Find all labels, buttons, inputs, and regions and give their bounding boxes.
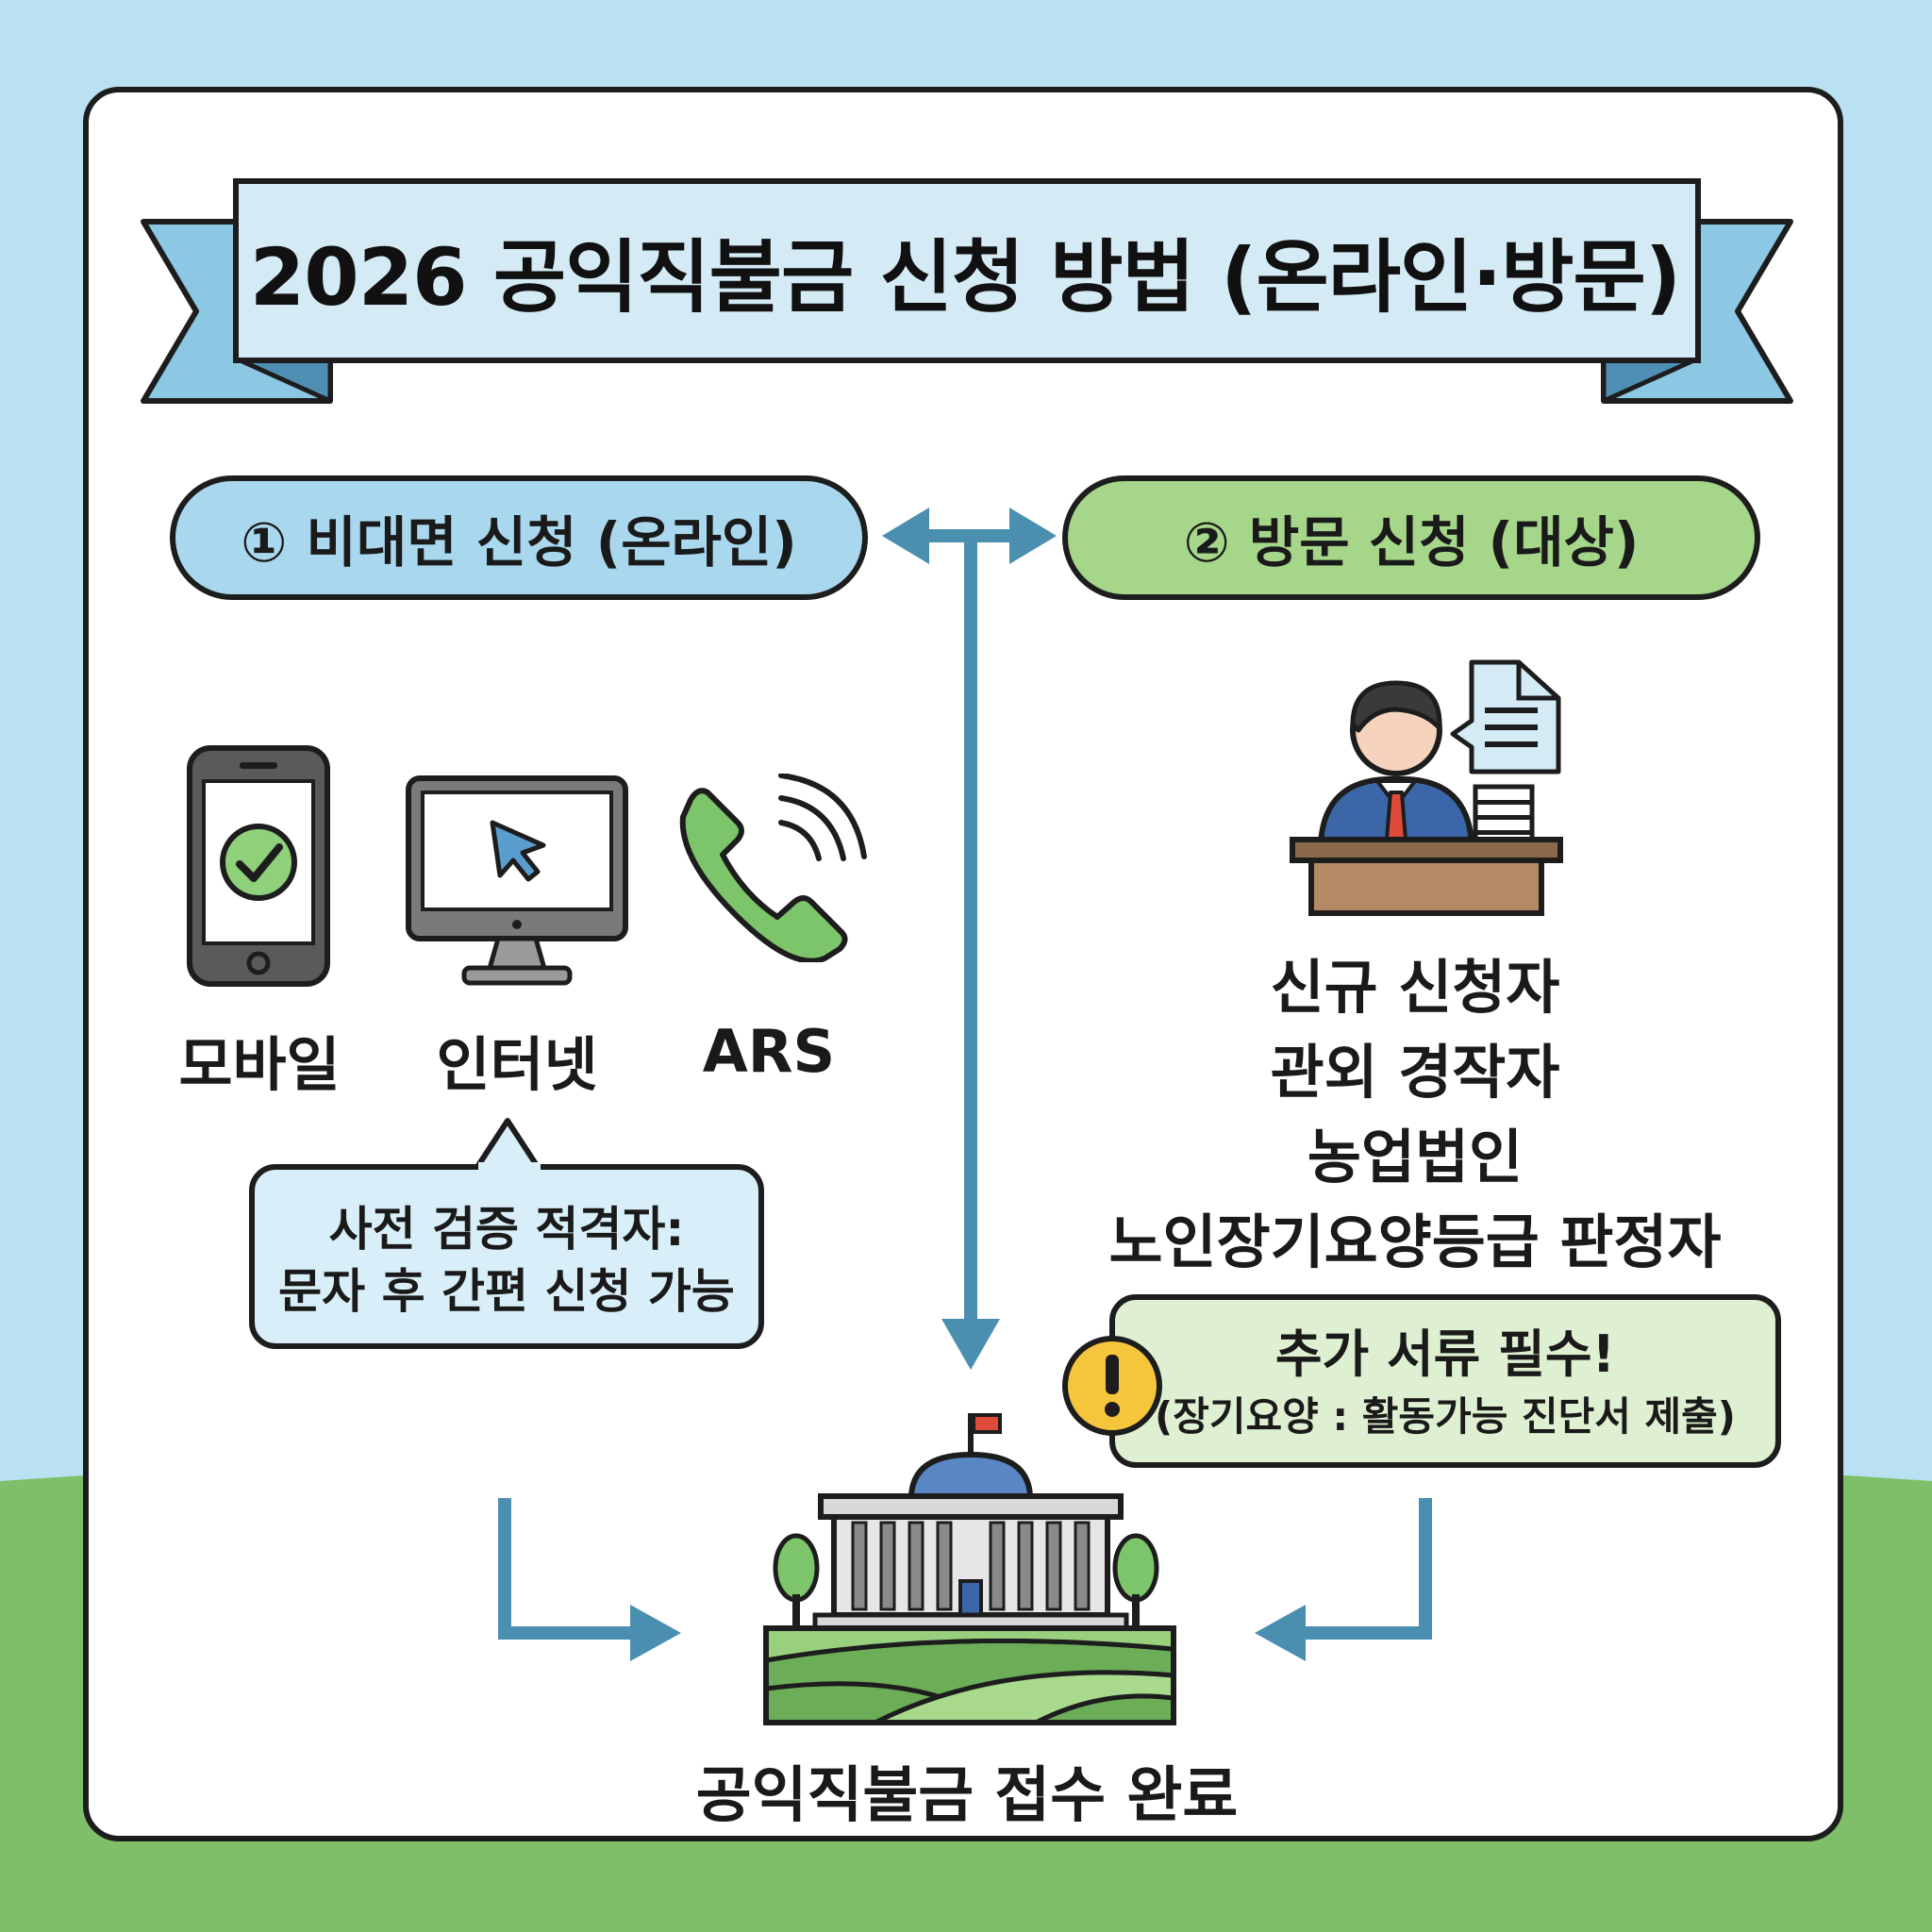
online-note-line-2: 문자 후 간편 신청 가능 [278,1264,735,1319]
visit-target-3: 농업법인 [1307,1123,1524,1191]
channel-label-ars: ARS [702,1017,836,1086]
channel-label-internet: 인터넷 [436,1030,598,1099]
desktop-monitor-cursor-icon [406,775,628,986]
telephone-handset-icon [679,774,867,962]
smartphone-check-icon [187,745,330,987]
warning-bubble: 추가 서류 필수! (장기요양 : 활동가능 진단서 제출) [1109,1294,1781,1468]
warning-detail: (장기요양 : 활동가능 진단서 제출) [1155,1393,1736,1440]
exclamation-circle-icon [1062,1336,1162,1436]
page-title: 2026 공익직불금 신청 방법 (온라인·방문) [249,230,1681,324]
office-clerk-desk-icon [1290,659,1563,916]
result-label: 공익직불금 접수 완료 [695,1761,1239,1831]
online-section-header: ① 비대면 신청 (온라인) [170,475,868,600]
government-building-farmland-icon [763,1413,1176,1725]
title-ribbon [141,178,1793,404]
channel-label-mobile: 모바일 [178,1030,341,1099]
visit-target-1: 신규 신청자 [1270,953,1560,1022]
visit-target-4: 노인장기요양등급 판정자 [1108,1208,1722,1276]
online-note-bubble: 사전 검증 적격자: 문자 후 간편 신청 가능 [249,1164,764,1349]
warning-title: 추가 서류 필수! [1274,1324,1616,1384]
note-bubble-tail-cover [478,1162,541,1172]
online-note-line-1: 사전 검증 적격자: [328,1202,685,1257]
visit-target-2: 관외 경작자 [1270,1038,1560,1107]
visit-section-header: ② 방문 신청 (대상) [1062,475,1760,600]
